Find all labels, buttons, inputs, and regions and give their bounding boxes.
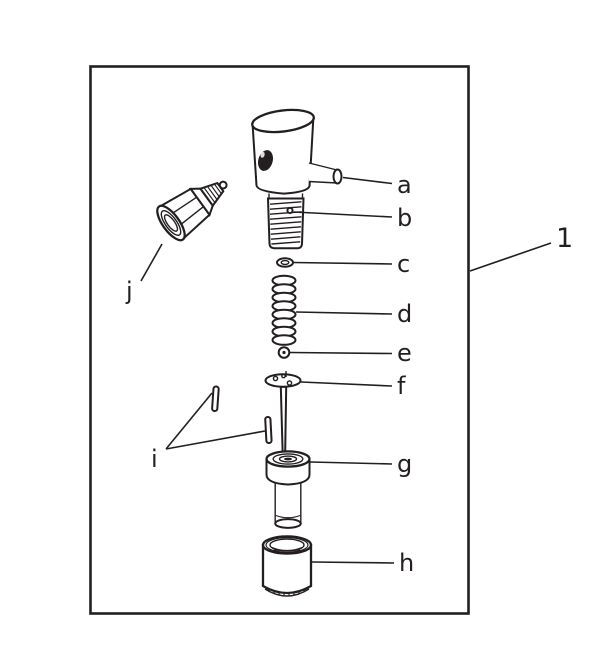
label-f: f (397, 372, 406, 400)
fitting-tip (218, 180, 228, 190)
label-i: i (151, 445, 158, 473)
leader-h (311, 561, 395, 564)
leader-c (292, 261, 393, 265)
union-fitting (156, 180, 228, 242)
leader-d (295, 311, 393, 315)
leader-e (289, 351, 393, 355)
valve-body (251, 108, 343, 195)
washer (276, 257, 294, 268)
leader-lines (140, 176, 552, 564)
nozzle-cap (261, 535, 313, 597)
pin-left (211, 385, 220, 412)
leader-f (300, 381, 393, 387)
label-h: h (399, 549, 414, 577)
label-c: c (397, 250, 410, 278)
ball (277, 346, 291, 359)
leader-g (310, 461, 393, 465)
seat-cup (265, 450, 311, 529)
label-e: e (397, 339, 412, 367)
needle (279, 385, 288, 460)
label-a: a (397, 171, 412, 199)
side-port (308, 162, 343, 185)
inlet-hole (257, 150, 274, 171)
label-1: 1 (556, 223, 573, 254)
figure-frame (89, 65, 470, 615)
label-d: d (397, 300, 412, 328)
leader-b (293, 211, 393, 218)
label-j: j (125, 277, 133, 305)
threaded-stem (266, 193, 305, 250)
serrated-edge (264, 588, 310, 597)
retainer-disc (264, 371, 302, 460)
label-g: g (397, 450, 412, 478)
label-b: b (397, 204, 412, 232)
thread-lines (269, 201, 302, 245)
leader-1 (469, 242, 552, 272)
leader-a (342, 176, 393, 185)
leader-i (165, 392, 266, 450)
pin-right (264, 416, 273, 444)
vent-hole (286, 206, 294, 215)
leader-j (140, 243, 163, 282)
spring (271, 274, 297, 346)
